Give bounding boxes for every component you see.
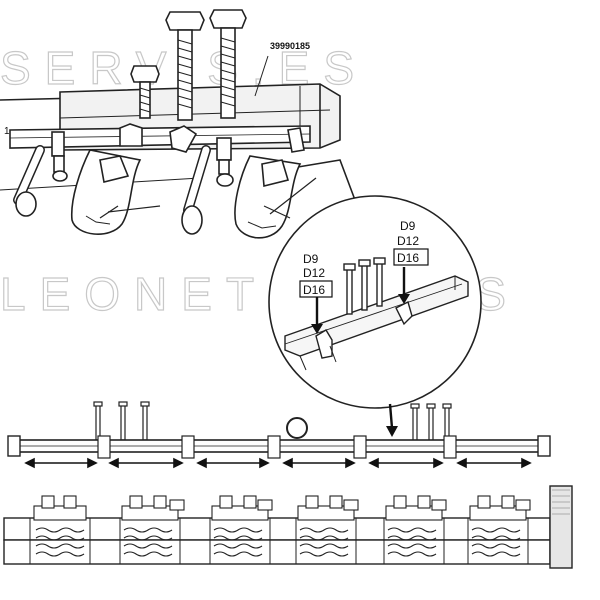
callout-left-d12: D12 [303, 266, 325, 280]
callout-right-d9: D9 [400, 219, 416, 233]
callout-right-d16: D16 [397, 251, 419, 265]
top-illustration [0, 9, 356, 239]
arrowhead-detail-right [398, 294, 410, 304]
span-arrow-3 [196, 457, 270, 469]
span-arrow-4 [282, 457, 356, 469]
arrow-to-rail [388, 403, 394, 429]
valve-set-4 [297, 495, 359, 557]
callout-right-box [393, 248, 429, 266]
valve-set-5 [385, 495, 447, 557]
part-number-label: 39990185 [270, 41, 310, 51]
cylinder-head [3, 485, 573, 569]
callout-left-d9: D9 [303, 252, 319, 266]
span-arrow-6 [456, 457, 532, 469]
cam-lobe-1 [70, 149, 142, 235]
detail-circle [268, 195, 482, 409]
arrowhead-detail-left [311, 324, 323, 334]
bolt-left [165, 11, 205, 121]
head-end-block [549, 485, 573, 569]
valve-set-6 [469, 495, 531, 557]
bolt-right [209, 9, 247, 119]
reference-number-1: 1 [4, 126, 10, 137]
bolt-short [130, 65, 160, 119]
lifting-ring [286, 417, 308, 439]
callout-right-d12: D12 [397, 234, 419, 248]
valve-set-2 [121, 495, 185, 557]
arrowhead-to-rail [386, 426, 398, 437]
span-arrows [24, 457, 532, 469]
callout-left-box [299, 280, 333, 298]
callout-left-d16: D16 [303, 283, 325, 297]
full-tool-rail [7, 401, 551, 459]
valve-set-1 [33, 495, 87, 557]
valve-mid [216, 137, 234, 187]
valve-left-1 [51, 131, 68, 182]
pins-left-group [93, 401, 150, 441]
valve-set-3 [211, 495, 273, 557]
span-arrow-2 [108, 457, 184, 469]
cam-lobe-2 [234, 155, 302, 239]
span-arrow-1 [24, 457, 98, 469]
span-arrow-5 [368, 457, 444, 469]
